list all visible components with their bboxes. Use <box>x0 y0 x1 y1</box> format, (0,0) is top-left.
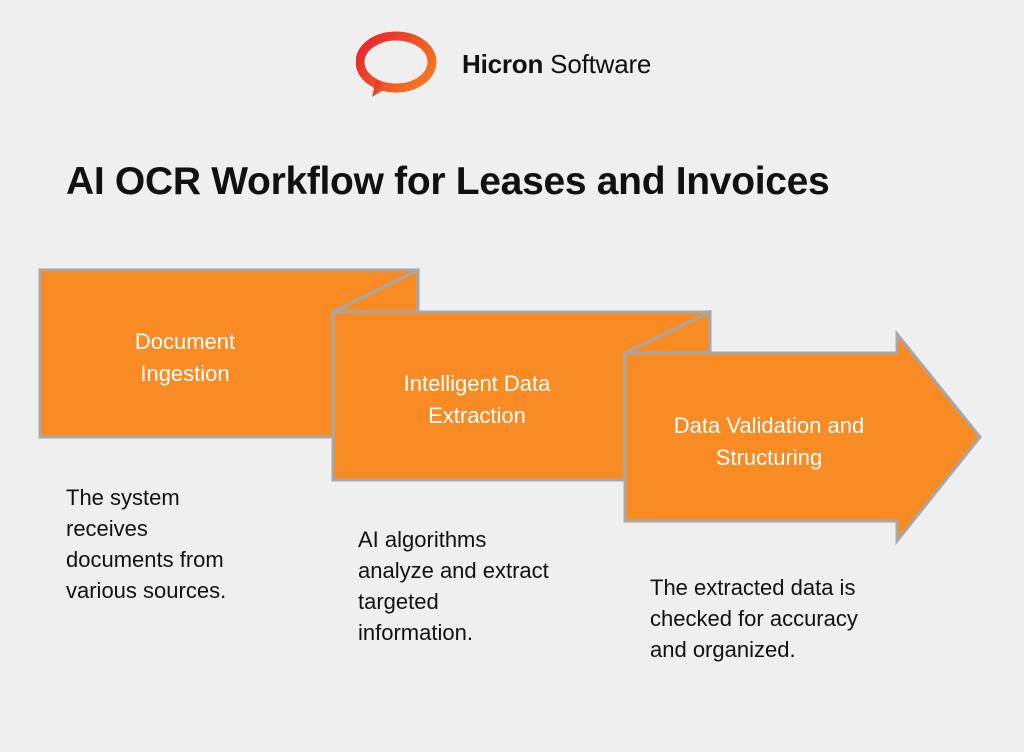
step-1-description: The system receives documents from vario… <box>66 482 296 606</box>
page-title: AI OCR Workflow for Leases and Invoices <box>66 160 830 203</box>
step-2-description: AI algorithms analyze and extract target… <box>358 524 618 648</box>
speech-bubble-logo-icon <box>356 31 437 97</box>
step-2-description-line-1: AI algorithms <box>358 527 487 552</box>
logo: Hicron Software <box>356 30 676 100</box>
step-3-label: Data Validation and Structuring <box>640 410 898 474</box>
step-3-description-line-3: and organized. <box>650 637 796 662</box>
step-2-description-line-2: analyze and extract <box>358 558 549 583</box>
brand-name-strong: Hicron <box>462 49 544 79</box>
brand-name-light: Software <box>543 49 652 79</box>
step-3-description-line-2: checked for accuracy <box>650 606 858 631</box>
step-3-description-line-1: The extracted data is <box>650 575 856 600</box>
brand-name: Hicron Software <box>462 48 651 80</box>
step-3-arrow <box>623 329 982 546</box>
step-1-description-line-3: documents from <box>66 547 224 572</box>
step-1-label-line-2: Ingestion <box>140 361 230 386</box>
step-1-label-line-1: Document <box>134 329 236 354</box>
step-1-description-line-2: receives <box>66 516 148 541</box>
step-2-label-line-1: Intelligent Data <box>403 371 551 396</box>
step-2-description-line-4: information. <box>358 620 473 645</box>
step-1-label: Document Ingestion <box>60 326 310 390</box>
step-3-label-line-2: Structuring <box>715 445 823 470</box>
step-1-description-line-1: The system <box>66 485 180 510</box>
step-2-description-line-3: targeted <box>358 589 439 614</box>
step-2-label-line-2: Extraction <box>428 403 526 428</box>
step-3-label-line-1: Data Validation and <box>673 413 865 438</box>
step-3-description: The extracted data is checked for accura… <box>650 572 930 665</box>
step-2-label: Intelligent Data Extraction <box>352 368 602 432</box>
step-1-description-line-4: various sources. <box>66 578 227 603</box>
